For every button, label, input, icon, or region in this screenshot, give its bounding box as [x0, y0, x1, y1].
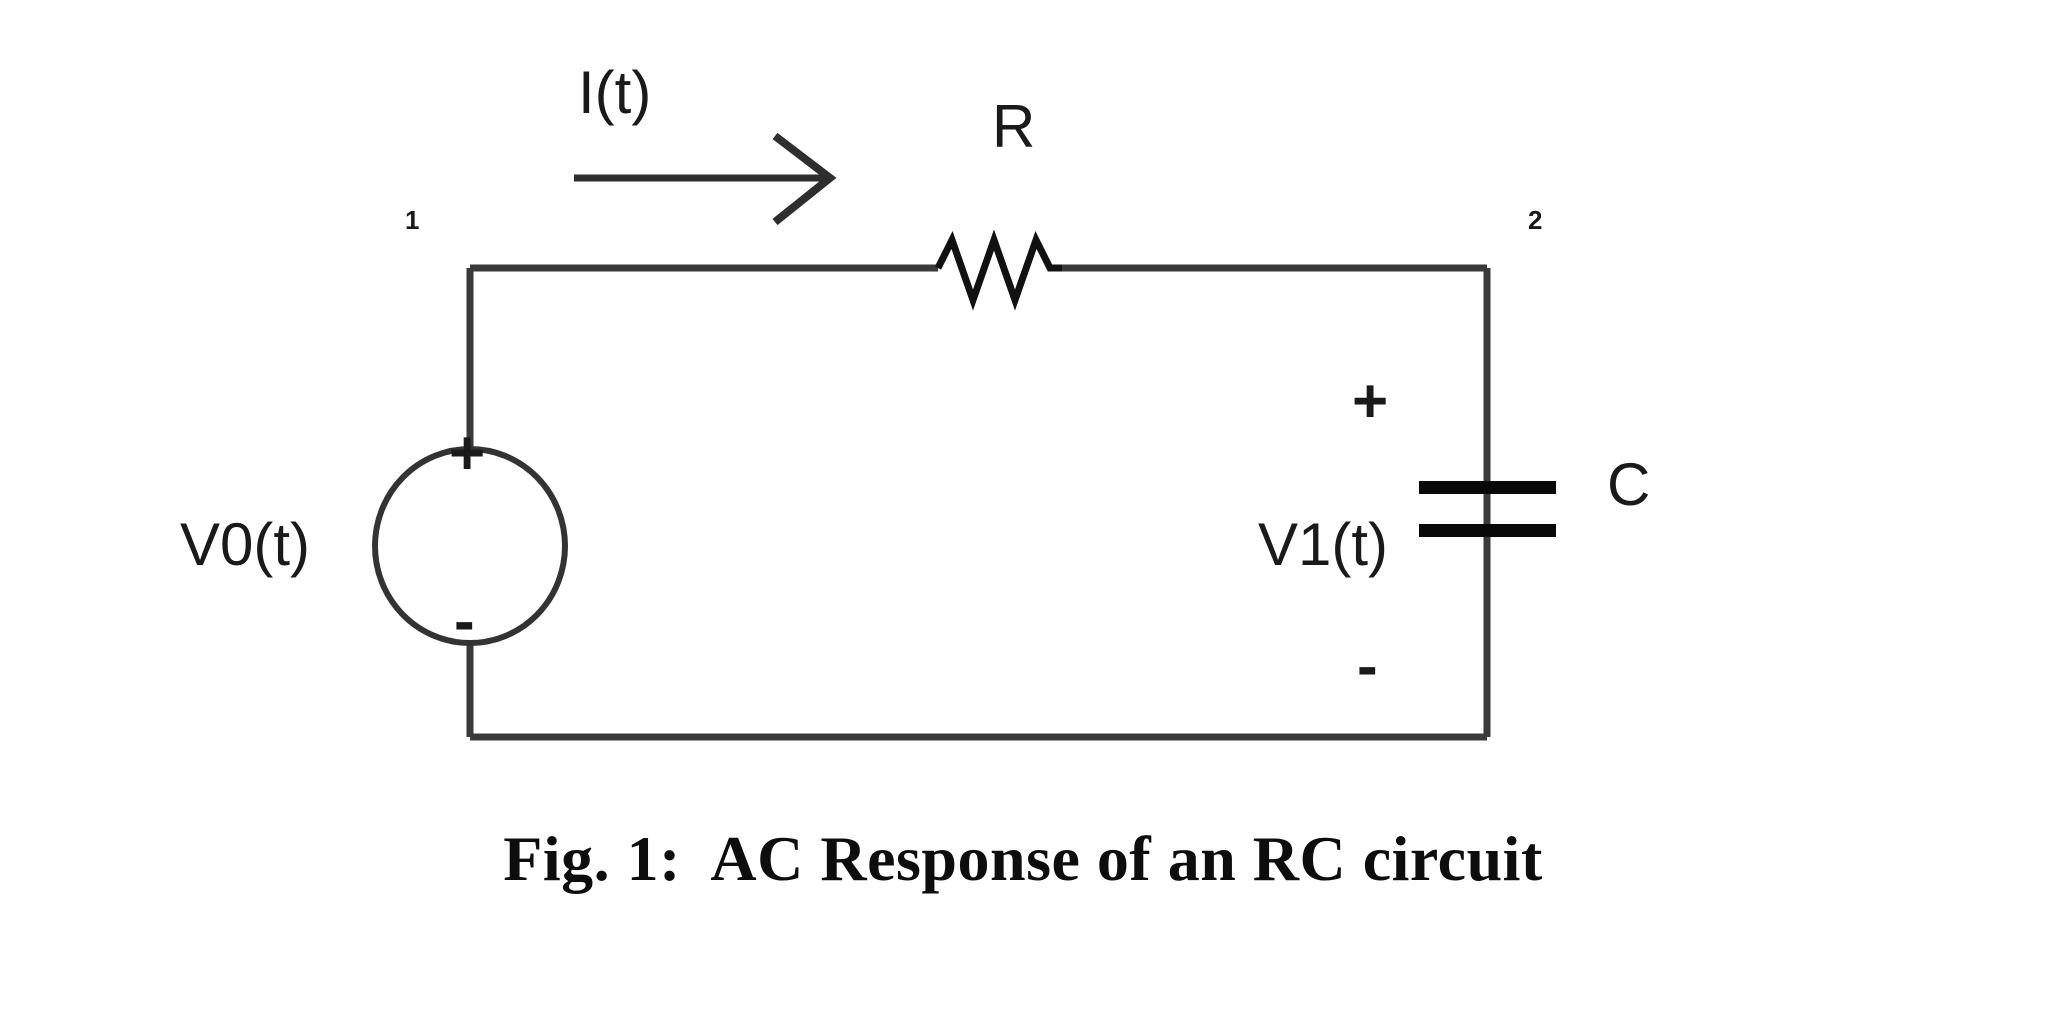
capacitor-symbol [1419, 481, 1556, 537]
capacitor-plus-sign: + [1352, 367, 1389, 436]
resistor-symbol [934, 229, 1062, 311]
source-minus-sign: - [454, 587, 475, 656]
figure-caption: Fig. 1: AC Response of an RC circuit [503, 823, 1543, 894]
capacitor-label: C [1607, 451, 1651, 518]
current-arrow-icon [574, 132, 837, 226]
node-label-2: 2 [1528, 205, 1543, 235]
capacitor-minus-sign: - [1357, 632, 1378, 701]
resistor-label: R [992, 93, 1036, 160]
source-plus-sign: + [449, 419, 486, 488]
source-voltage-label: V0(t) [180, 511, 311, 578]
voltage-source-symbol [372, 446, 568, 646]
node-label-1: 1 [405, 205, 420, 235]
current-label: I(t) [578, 59, 652, 126]
capacitor-voltage-label: V1(t) [1258, 511, 1389, 578]
